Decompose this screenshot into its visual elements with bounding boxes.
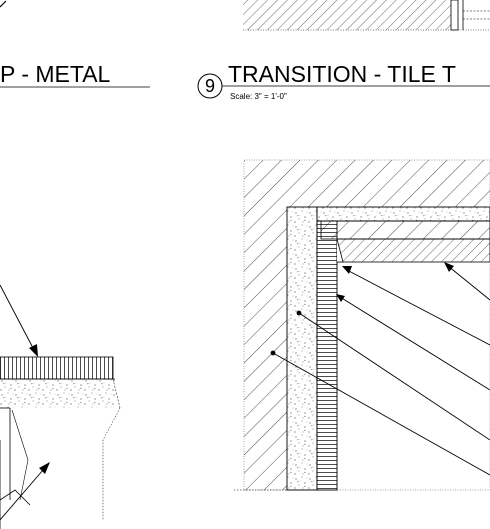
left-detail-title-block: P - METAL: [0, 61, 150, 88]
left-detail-title: P - METAL: [0, 61, 111, 87]
left-detail-drawing: [0, 284, 121, 529]
detail-scale: Scale: 3" = 1'-0": [230, 92, 287, 101]
right-detail-title-block: 9 TRANSITION - TILE T Scale: 3" = 1'-0": [197, 61, 490, 101]
top-partial-detail: [243, 0, 490, 31]
right-detail-title: TRANSITION - TILE T: [228, 61, 456, 87]
right-detail-drawing: [234, 159, 490, 491]
corner-mark: [0, 0, 7, 8]
detail-number: 9: [205, 76, 215, 96]
